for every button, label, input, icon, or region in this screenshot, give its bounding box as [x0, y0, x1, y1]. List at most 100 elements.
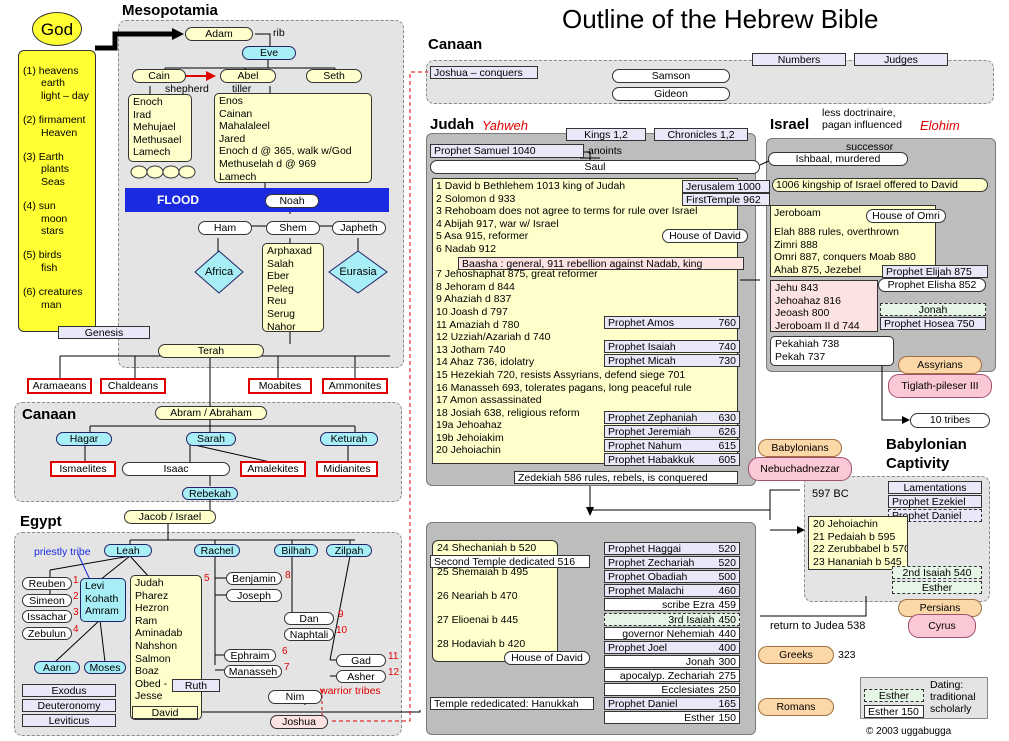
genesis-book: Genesis [58, 326, 150, 339]
writing-year: 520 [718, 543, 736, 555]
writing-year: 459 [718, 599, 736, 612]
chronicles-book: Chronicles 1,2 [654, 128, 748, 141]
jeroboam-label: Jeroboam [774, 207, 821, 219]
nebuchadnezzar-oval: Nebuchadnezzar [748, 457, 852, 481]
second-temple-descendant [437, 626, 553, 638]
judah-descendant: Ram [135, 614, 158, 627]
seth-descendant: Methuselah d @ 969 [219, 157, 317, 170]
cain-line-ellipses [130, 164, 200, 183]
second-isaiah-box: 2nd Isaiah 540 [892, 566, 982, 579]
elohim-label: Elohim [920, 118, 960, 133]
cain-descendant: Lamech [133, 146, 171, 159]
second-temple-descendant [437, 578, 553, 590]
creation-day-line: (3) Earth [23, 151, 64, 164]
keturah-node: Keturah [320, 432, 378, 446]
zebulun-number: 4 [73, 624, 79, 635]
judah-descendant: Pharez [135, 589, 169, 602]
judges-book: Judges [854, 53, 948, 66]
creation-day-line: (4) sun [23, 200, 56, 213]
moses-node: Moses [84, 661, 126, 674]
writing-name: Prophet Joel [608, 641, 667, 654]
eurasia-diamond: Eurasia [328, 250, 388, 294]
greeks-year: 323 [838, 649, 856, 661]
legend-traditional: traditional [930, 691, 976, 703]
captivity-descendant: 21 Pedaiah b 595 [813, 530, 896, 543]
prophet-year: 626 [718, 426, 736, 438]
reuben-number: 1 [73, 575, 79, 586]
naphtali-node: Naphtali [284, 628, 334, 641]
gad-node: Gad [336, 654, 386, 667]
prophet-year: 615 [718, 440, 736, 452]
deuteronomy-book: Deuteronomy [22, 699, 116, 712]
midianites-box: Midianites [316, 461, 378, 477]
judah-number: 5 [204, 573, 210, 584]
judah-descendant: Judah [135, 577, 164, 589]
creation-day-line: earth [41, 77, 65, 90]
eurasia-label: Eurasia [339, 266, 377, 278]
cain-node: Cain [132, 69, 186, 83]
israel-king: Jeroboam II d 744 [775, 319, 860, 332]
judah-prophet-box: Prophet Isaiah 740 [604, 340, 740, 353]
numbers-book: Numbers [752, 53, 846, 66]
zebulun-node: Zebulun [22, 627, 72, 640]
elisha-box: Prophet Elisha 852 [878, 278, 986, 292]
jonah-box: Jonah [880, 303, 986, 316]
seth-node: Seth [306, 69, 362, 83]
second-temple-descendant: 24 Shechaniah b 520 [437, 542, 537, 554]
judah-king: 20 Jehoiachin [436, 444, 501, 457]
rib-label: rib [273, 27, 285, 39]
judah-king: 1 David b Bethlehem 1013 king of Judah [436, 180, 626, 192]
joshua-conquers-box: Joshua – conquers [430, 66, 538, 79]
zedekiah-box: Zedekiah 586 rules, rebels, is conquered [514, 471, 738, 484]
omri-king: Ahab 875, Jezebel [774, 263, 861, 276]
cain-descendant: Mehujael [133, 121, 176, 134]
judah-king: 5 Asa 915, reformer [436, 230, 529, 243]
benjamin-number: 8 [285, 570, 291, 581]
terah-node: Terah [158, 344, 264, 358]
asher-number: 12 [388, 667, 400, 678]
abraham-node: Abram / Abraham [155, 406, 267, 420]
second-temple-descendant [437, 602, 553, 614]
yahweh-label: Yahweh [482, 118, 529, 133]
ephraim-number: 6 [282, 646, 288, 657]
creation-day-line: (1) heavens [23, 65, 79, 77]
judah-king: 14 Ahaz 736, idolatry [436, 356, 535, 369]
rebekah-node: Rebekah [182, 487, 238, 500]
writing-name: governor Nehemiah [622, 627, 715, 640]
tiller-label: tiller [232, 83, 252, 95]
writing-year: 275 [718, 669, 736, 682]
africa-label: Africa [204, 266, 234, 278]
sarah-node: Sarah [186, 432, 236, 446]
ishmaelites-box: Ismaelites [50, 461, 116, 477]
cain-descendant: Methusael [133, 133, 182, 146]
creation-day-line: plants [41, 163, 70, 176]
israel-king: Jeoash 800 [775, 307, 830, 320]
judah-king: 4 Abijah 917, war w/ Israel [436, 217, 559, 230]
samson-node: Samson [612, 69, 730, 83]
ruth-node: Ruth [172, 679, 220, 692]
writing-name: Prophet Malachi [608, 585, 684, 598]
canaan-patriarchs-heading: Canaan [22, 406, 77, 423]
abel-node: Abel [220, 69, 276, 83]
levi-line-name: Levi [85, 580, 105, 592]
shem-descendant: Reu [267, 295, 287, 308]
creation-day-line: man [41, 298, 62, 311]
prophet-name: Prophet Micah [608, 355, 676, 367]
god-oval: God [32, 12, 82, 46]
cyrus-oval: Cyrus [908, 614, 976, 638]
judah-descendant: Salmon [135, 652, 171, 665]
simeon-node: Simeon [22, 594, 72, 607]
prophet-year: 740 [718, 341, 736, 353]
gideon-node: Gideon [612, 87, 730, 101]
creation-day-line: Seas [41, 175, 65, 188]
adam-node: Adam [185, 27, 253, 41]
prophet-name: Prophet Isaiah [608, 341, 676, 353]
exodus-book: Exodus [22, 684, 116, 697]
